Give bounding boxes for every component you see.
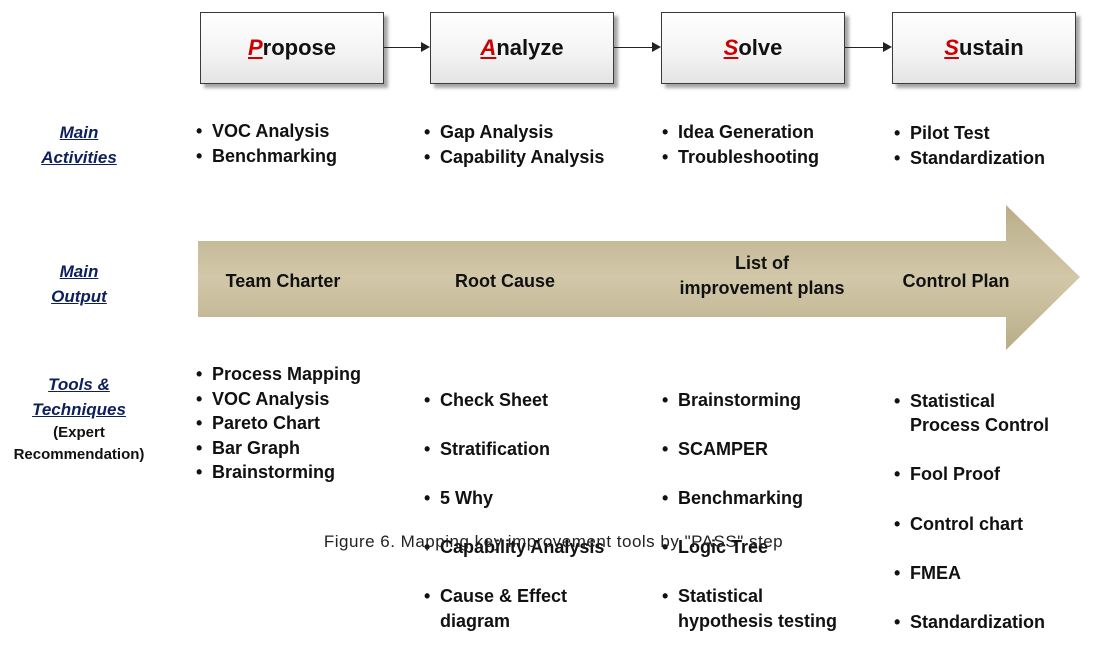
list-item: Capability Analysis [424,145,604,170]
list-item: FMEA [894,561,1049,586]
output-arrow-shape [198,205,1080,350]
step-name-rest: ropose [262,35,337,60]
list-item: Process Mapping [196,362,361,387]
row-label-main-activities: Main Activities [0,120,158,170]
row-label-main-output: Main Output [0,259,158,309]
list-item: SCAMPER [662,437,837,462]
list-item: Pareto Chart [196,411,361,436]
list-item: Gap Analysis [424,120,604,145]
connector-arrow [384,42,430,52]
list-item: 5 Why [424,486,604,511]
step-initial: S [944,35,959,60]
row-label-line: Main [59,123,99,142]
tools-list-solve: Brainstorming SCAMPER Benchmarking Logic… [662,363,837,658]
step-initial: A [480,35,497,60]
activities-list-propose: VOC Analysis Benchmarking [196,119,337,168]
list-item: Benchmarking [196,144,337,169]
list-item: VOC Analysis [196,119,337,144]
row-label-line: Activities [41,148,117,167]
step-initial: S [723,35,739,60]
step-initial: P [247,35,263,60]
activities-list-analyze: Gap Analysis Capability Analysis [424,120,604,169]
row-label-subline: Recommendation) [13,446,145,463]
row-label-line: Main [59,262,99,281]
activities-list-sustain: Pilot Test Standardization [894,121,1045,170]
step-name-rest: nalyze [496,35,564,60]
list-item: Benchmarking [662,486,837,511]
list-item: Standardization [894,146,1045,171]
list-item: Check Sheet [424,388,604,413]
row-label-subline: (Expert [53,424,105,441]
tools-list-propose: Process Mapping VOC Analysis Pareto Char… [196,362,361,485]
list-item: Standardization [894,610,1049,635]
list-item: Statistical hypothesis testing [662,584,837,633]
row-label-tools: Tools & Techniques (Expert Recommendatio… [0,372,158,466]
row-label-line: Tools & [48,375,110,394]
tools-list-sustain: Statistical Process Control Fool Proof C… [894,364,1049,659]
output-label-analyze: Root Cause [454,271,555,291]
list-item: Bar Graph [196,436,361,461]
list-item: Statistical Process Control [894,389,1049,438]
list-item: Brainstorming [196,460,361,485]
list-item: VOC Analysis [196,387,361,412]
row-label-line: Techniques [32,400,126,419]
list-item: Cause & Effect diagram [424,584,604,633]
activities-list-solve: Idea Generation Troubleshooting [662,120,819,169]
list-item: Pilot Test [894,121,1045,146]
list-item: Logic Tree [662,535,837,560]
connector-arrow [614,42,661,52]
tools-list-analyze: Check Sheet Stratification 5 Why Capabil… [424,363,604,658]
output-label-sustain: Control Plan [902,271,1010,291]
output-arrow [198,205,1080,350]
step-name-rest: olve [738,35,783,60]
list-item: Brainstorming [662,388,837,413]
list-item: Troubleshooting [662,145,819,170]
list-item: Control chart [894,512,1049,537]
list-item: Idea Generation [662,120,819,145]
list-item: Capability Analysis [424,535,604,560]
row-label-line: Output [51,287,107,306]
figure-caption: Figure 6. Mapping key improvement tools … [323,532,784,551]
list-item: Stratification [424,437,604,462]
output-label-propose: Team Charter [225,271,341,291]
list-item: Fool Proof [894,462,1049,487]
output-label-solve: List of improvement plans [679,253,845,298]
step-name-rest: ustain [958,35,1024,60]
connector-arrow [845,42,892,52]
